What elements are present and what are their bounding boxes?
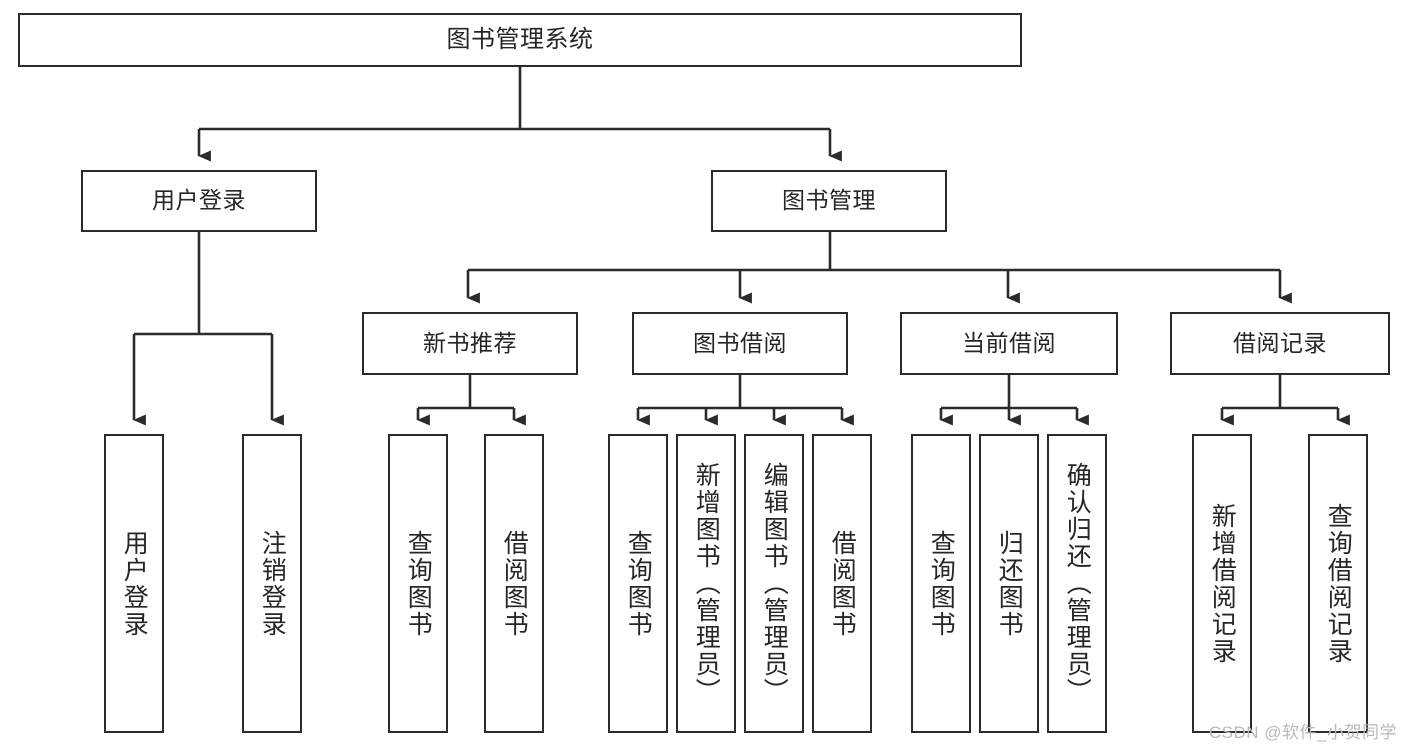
- node-label: 归还图书: [995, 529, 1024, 638]
- leaf-add-book-admin[interactable]: 新增图书（管理员）: [676, 434, 736, 733]
- node-label: 图书管理: [782, 187, 876, 214]
- node-book-management-system[interactable]: 图书管理系统: [18, 13, 1022, 67]
- node-label: 用户登录: [152, 187, 246, 214]
- node-book-management[interactable]: 图书管理: [711, 170, 947, 232]
- node-label: 用户登录: [120, 529, 149, 638]
- leaf-logout[interactable]: 注销登录: [242, 434, 302, 733]
- leaf-edit-book-admin[interactable]: 编辑图书（管理员）: [744, 434, 804, 733]
- leaf-query-book-recommend[interactable]: 查询图书: [388, 434, 448, 733]
- leaf-borrow-book-recommend[interactable]: 借阅图书: [484, 434, 544, 733]
- leaf-user-login[interactable]: 用户登录: [104, 434, 164, 733]
- leaf-borrow-book[interactable]: 借阅图书: [812, 434, 872, 733]
- node-label: 借阅图书: [500, 529, 529, 638]
- leaf-confirm-return-admin[interactable]: 确认归还（管理员）: [1047, 434, 1107, 733]
- node-label: 借阅图书: [828, 529, 857, 638]
- node-label: 图书管理系统: [446, 25, 594, 53]
- node-label: 借阅记录: [1233, 329, 1327, 356]
- node-label: 新增借阅记录: [1208, 502, 1237, 665]
- node-label: 查询图书: [927, 529, 956, 638]
- node-label: 编辑图书（管理员）: [760, 462, 789, 705]
- node-label: 注销登录: [258, 529, 287, 638]
- leaf-query-book-borrow[interactable]: 查询图书: [608, 434, 668, 733]
- leaf-add-borrow-record[interactable]: 新增借阅记录: [1192, 434, 1252, 733]
- node-label: 当前借阅: [962, 329, 1056, 356]
- leaf-query-book-current[interactable]: 查询图书: [911, 434, 971, 733]
- csdn-watermark: CSDN @软件_小贺同学: [1208, 723, 1397, 742]
- node-user-login[interactable]: 用户登录: [81, 170, 317, 232]
- node-new-book-recommend[interactable]: 新书推荐: [362, 312, 578, 375]
- node-label: 新书推荐: [423, 329, 517, 356]
- leaf-return-book[interactable]: 归还图书: [979, 434, 1039, 733]
- node-label: 新增图书（管理员）: [692, 462, 721, 705]
- node-current-borrow[interactable]: 当前借阅: [900, 312, 1118, 375]
- node-label: 确认归还（管理员）: [1063, 462, 1092, 705]
- node-label: 查询借阅记录: [1324, 502, 1353, 665]
- node-label: 查询图书: [404, 529, 433, 638]
- node-label: 查询图书: [624, 529, 653, 638]
- node-label: 图书借阅: [693, 329, 787, 356]
- leaf-query-borrow-record[interactable]: 查询借阅记录: [1308, 434, 1368, 733]
- node-book-borrow[interactable]: 图书借阅: [632, 312, 848, 375]
- node-borrow-record[interactable]: 借阅记录: [1170, 312, 1390, 375]
